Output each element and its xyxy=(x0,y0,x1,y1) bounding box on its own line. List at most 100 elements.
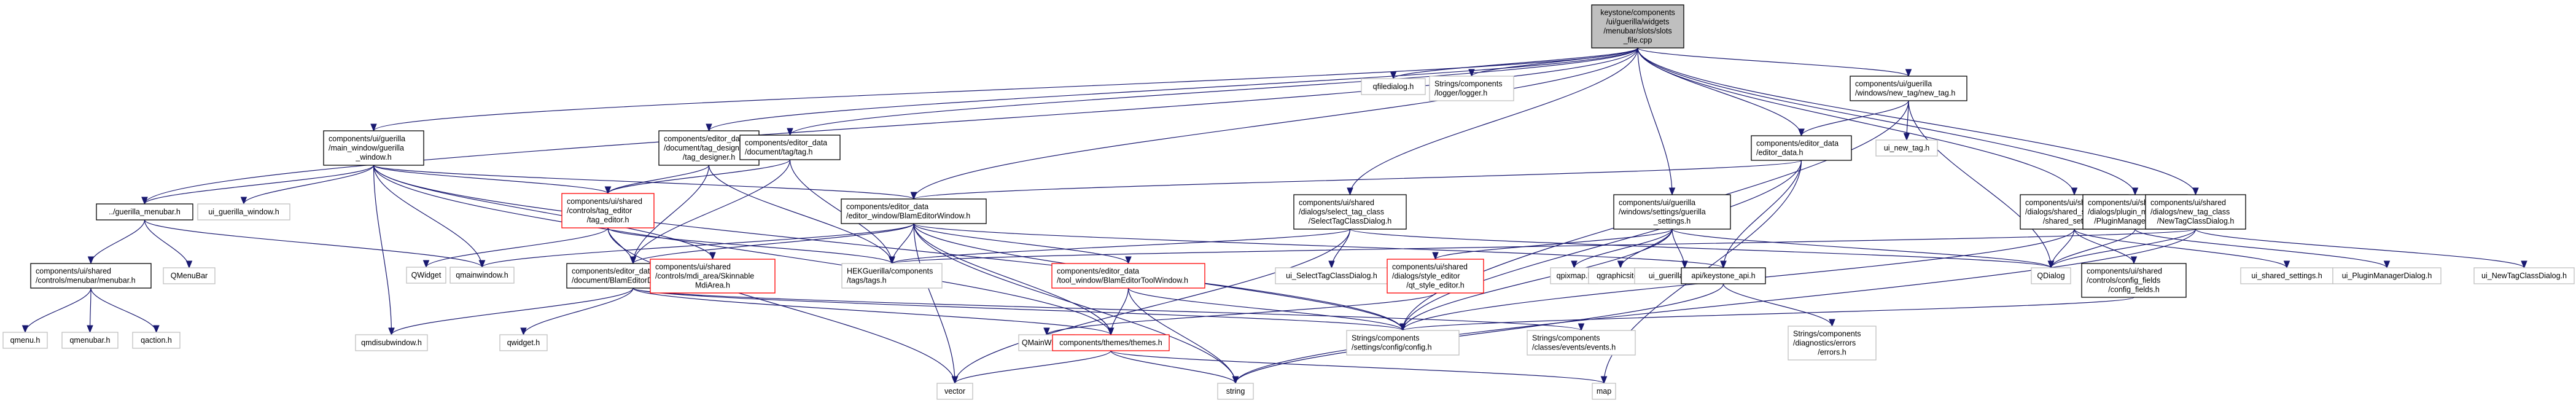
arrowhead-icon xyxy=(1600,376,1608,385)
node-label-line: QDialog xyxy=(2037,271,2064,280)
edge-tag-h-to-tag-editor xyxy=(607,159,791,194)
node-guerilla-menubar[interactable]: ../guerilla_menubar.h xyxy=(96,203,193,221)
node-tags-h[interactable]: HEKGuerilla/components/tags/tags.h xyxy=(841,263,943,289)
node-root[interactable]: keystone/components/ui/guerilla/widgets/… xyxy=(1591,4,1684,49)
node-label-line: /logger/logger.h xyxy=(1434,89,1487,98)
node-box xyxy=(1217,383,1254,400)
arrowhead-icon xyxy=(1617,260,1624,269)
edge-guerilla-settings-to-config-h xyxy=(1402,228,1673,331)
arrowhead-icon xyxy=(1125,256,1132,265)
node-qaction[interactable]: qaction.h xyxy=(132,332,181,349)
node-vector[interactable]: vector xyxy=(936,383,973,400)
node-label-line: /document/tag/tag.h xyxy=(745,148,813,157)
node-label-line: /windows/new_tag/new_tag.h xyxy=(1855,89,1955,98)
node-label-line: /errors.h xyxy=(1818,348,1846,357)
edge-tag-designer-to-blam-editor-document xyxy=(632,165,710,264)
edge-guerilla-menubar-to-qmenubar-cls xyxy=(144,219,190,268)
node-label-line: components/ui/shared xyxy=(36,267,111,276)
node-config-fields[interactable]: components/ui/shared/controls/config_fie… xyxy=(2081,263,2187,298)
edge-root-to-guerilla-menubar xyxy=(144,47,1638,205)
node-qmenubar-cls[interactable]: QMenuBar xyxy=(163,267,216,284)
node-guerilla-settings[interactable]: components/ui/guerilla/windows/settings/… xyxy=(1613,194,1731,230)
edge-tag-designer-to-tags-h xyxy=(708,165,893,264)
node-box xyxy=(1613,194,1731,230)
node-events[interactable]: Strings/components/classes/events/events… xyxy=(1527,330,1636,356)
edge-blam-editor-window-to-tags-h xyxy=(891,223,914,264)
node-qmainwindow-h[interactable]: qmainwindow.h xyxy=(449,267,515,284)
node-blam-editor-window[interactable]: components/editor_data/editor_window/Bla… xyxy=(841,198,987,224)
node-skinnable-mdi[interactable]: components/ui/shared/controls/mdi_area/S… xyxy=(650,259,776,294)
node-editor-data[interactable]: components/editor_data/editor_data.h xyxy=(1751,135,1852,161)
node-qmenu[interactable]: qmenu.h xyxy=(2,332,48,349)
node-ui-new-tag-class[interactable]: ui_NewTagClassDialog.h xyxy=(2473,267,2575,284)
node-box xyxy=(841,198,987,224)
edge-select-tag-class-to-qdialog xyxy=(1349,228,2052,268)
node-box xyxy=(1788,326,1877,361)
node-ui-shared-settings[interactable]: ui_shared_settings.h xyxy=(2240,267,2333,284)
edge-guerilla-settings-to-qdialog xyxy=(1671,228,2052,268)
node-qwidget-cls[interactable]: QWidget xyxy=(406,267,446,284)
node-box xyxy=(841,263,943,289)
edge-blam-editor-document-to-qmdisubwindow xyxy=(391,287,634,335)
node-ui-plugin-manager[interactable]: ui_PluginManagerDialog.h xyxy=(2332,267,2442,284)
node-tag-editor[interactable]: components/ui/shared/controls/tag_editor… xyxy=(561,193,655,228)
node-label-line: QWidget xyxy=(411,271,442,279)
node-label-line: /controls/config_fields xyxy=(2087,276,2160,285)
node-box xyxy=(739,135,841,160)
node-label-line: /controls/menubar/menubar.h xyxy=(36,276,136,285)
node-label-line: /tags/tags.h xyxy=(847,276,887,285)
edge-blam-editor-document-to-config-h xyxy=(632,287,1404,331)
node-ui-new-tag[interactable]: ui_new_tag.h xyxy=(1875,139,1938,157)
node-qmenubar-h[interactable]: qmenubar.h xyxy=(61,332,119,349)
node-box xyxy=(406,267,446,284)
node-qmdisubwindow[interactable]: qmdisubwindow.h xyxy=(355,334,428,351)
node-box xyxy=(1429,76,1514,101)
node-themes[interactable]: components/themes/themes.h xyxy=(1052,334,1170,351)
node-label-line: _settings.h xyxy=(1653,217,1691,225)
node-label-line: qmenu.h xyxy=(10,336,41,345)
edge-themes-to-string xyxy=(1110,350,1236,384)
node-label-line: /windows/settings/guerilla xyxy=(1619,208,1706,216)
arrowhead-icon xyxy=(520,327,527,336)
node-menubar[interactable]: components/ui/shared/controls/menubar/me… xyxy=(30,263,152,289)
node-box xyxy=(1592,383,1616,400)
node-select-tag-class[interactable]: components/ui/shared/dialogs/select_tag_… xyxy=(1293,194,1407,230)
node-blam-tool-window[interactable]: components/editor_data/tool_window/BlamE… xyxy=(1051,263,1205,289)
node-qwidget-h[interactable]: qwidget.h xyxy=(499,334,548,351)
edge-shared-settings-to-config-fields xyxy=(2074,228,2134,264)
arrowhead-icon xyxy=(951,376,959,385)
node-ui-select-tag-class[interactable]: ui_SelectTagClassDialog.h xyxy=(1275,267,1388,284)
edge-guerilla-window-to-themes xyxy=(373,165,1111,335)
node-label-line: components/ui/guerilla xyxy=(1855,80,1932,88)
arrowhead-icon xyxy=(370,123,377,132)
node-new-tag[interactable]: components/ui/guerilla/windows/new_tag/n… xyxy=(1850,76,1967,101)
edge-new-tag-class-to-string xyxy=(1235,228,2197,384)
edge-guerilla-window-to-guerilla-menubar xyxy=(144,165,375,205)
node-box xyxy=(936,383,973,400)
node-box xyxy=(1051,263,1205,289)
node-keystone-api[interactable]: api/keystone_api.h xyxy=(1681,267,1766,284)
node-new-tag-class[interactable]: components/ui/shared/dialogs/new_tag_cla… xyxy=(2145,194,2246,230)
arrowhead-icon xyxy=(787,128,793,136)
node-qfiledialog[interactable]: qfiledialog.h xyxy=(1361,78,1426,95)
node-logger[interactable]: Strings/components/logger/logger.h xyxy=(1429,76,1514,101)
node-guerilla-window[interactable]: components/ui/guerilla/main_window/gueri… xyxy=(323,130,424,166)
node-config-h[interactable]: Strings/components/settings/config/confi… xyxy=(1346,330,1460,356)
node-qdialog[interactable]: QDialog xyxy=(2031,267,2071,284)
node-label-line: /dialogs/style_editor xyxy=(1392,272,1460,281)
node-label-line: /controls/mdi_area/Skinnable xyxy=(655,272,754,281)
node-ui-guerilla-window[interactable]: ui_guerilla_window.h xyxy=(197,203,290,221)
node-errors[interactable]: Strings/components/diagnostics/errors/er… xyxy=(1788,326,1877,361)
edge-root-to-qfiledialog xyxy=(1393,47,1638,79)
node-map[interactable]: map xyxy=(1592,383,1616,400)
node-box xyxy=(2473,267,2575,284)
arrowhead-icon xyxy=(87,256,95,265)
node-qt-style-editor[interactable]: components/ui/shared/dialogs/style_edito… xyxy=(1387,259,1484,294)
node-tag-h[interactable]: components/editor_data/document/tag/tag.… xyxy=(739,135,841,160)
edge-new-tag-to-qdialog xyxy=(1908,100,2052,268)
node-label-line: Strings/components xyxy=(1532,334,1600,343)
node-label-line: components/editor_data xyxy=(745,139,827,147)
node-string[interactable]: string xyxy=(1217,383,1254,400)
arrowhead-icon xyxy=(1232,376,1239,385)
edge-editor-data-to-blam-editor-window xyxy=(913,160,1802,200)
